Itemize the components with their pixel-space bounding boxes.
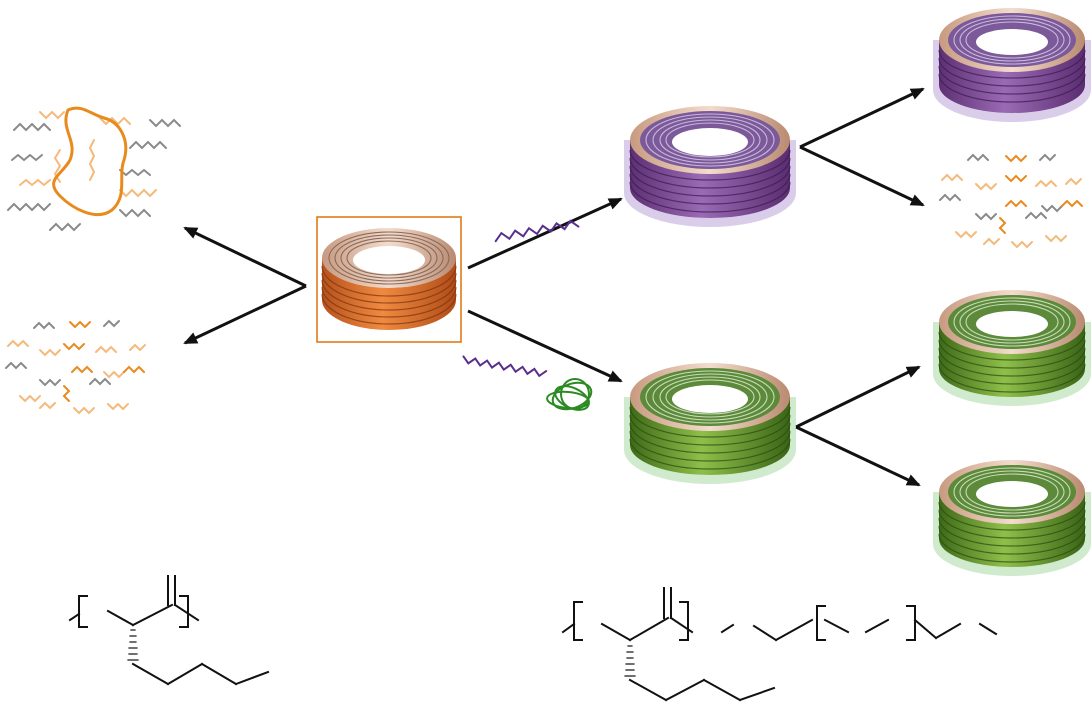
arrow-center-to-green [467,309,623,383]
selection-box [316,216,462,343]
arrow-purple-to-chains-right [799,145,925,207]
green-coated-helical-ring-icon [624,363,796,484]
free-polymer-chains-left [5,319,146,415]
free-polymer-chains-right [939,153,1083,249]
arrow-green-to-lower-right [795,425,921,487]
green-coated-helical-ring-lower-right [933,460,1091,576]
orange-helical-ring-icon [316,216,462,343]
arrow-center-to-purple [467,197,623,270]
chemical-structure-homopolymer [68,575,270,686]
purple-coated-helical-ring-icon [624,106,796,227]
green-coiled-chain-icon [462,355,593,411]
chemical-structure-block-copolymer [561,587,998,702]
arrow-center-to-lower-left [183,284,307,345]
arrow-purple-to-top-right [799,87,925,149]
green-coated-helical-ring-upper-right [933,290,1091,406]
arrow-green-to-upper-right [795,365,921,429]
arrows [183,87,925,487]
arrow-center-to-upper-left [183,226,307,288]
disordered-polymer-chains-icon [7,106,181,232]
purple-coated-helical-ring-top-right [933,8,1091,122]
purple-wavy-chain-icon [494,219,580,243]
